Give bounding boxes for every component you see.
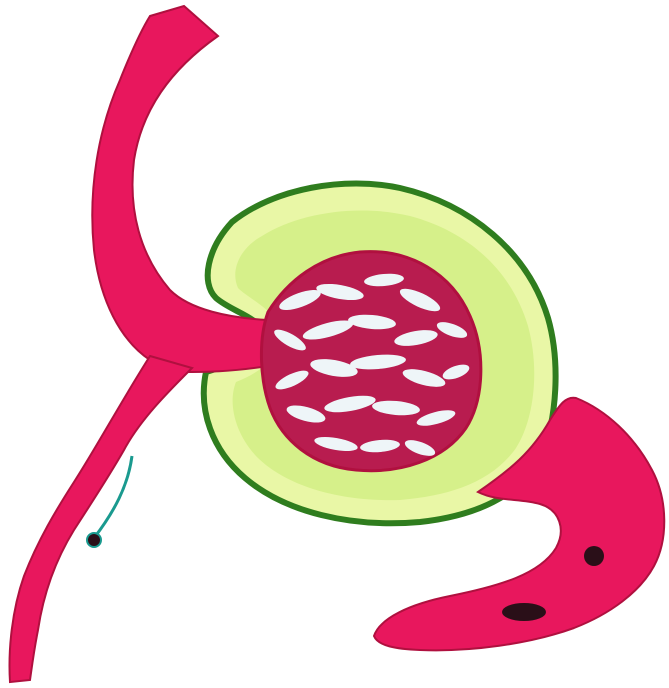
arrow-head (87, 533, 101, 547)
cell-nucleus (502, 603, 546, 621)
cell-nucleus (584, 546, 604, 566)
afferent-vessel (92, 6, 268, 372)
efferent-vessel (10, 356, 192, 682)
